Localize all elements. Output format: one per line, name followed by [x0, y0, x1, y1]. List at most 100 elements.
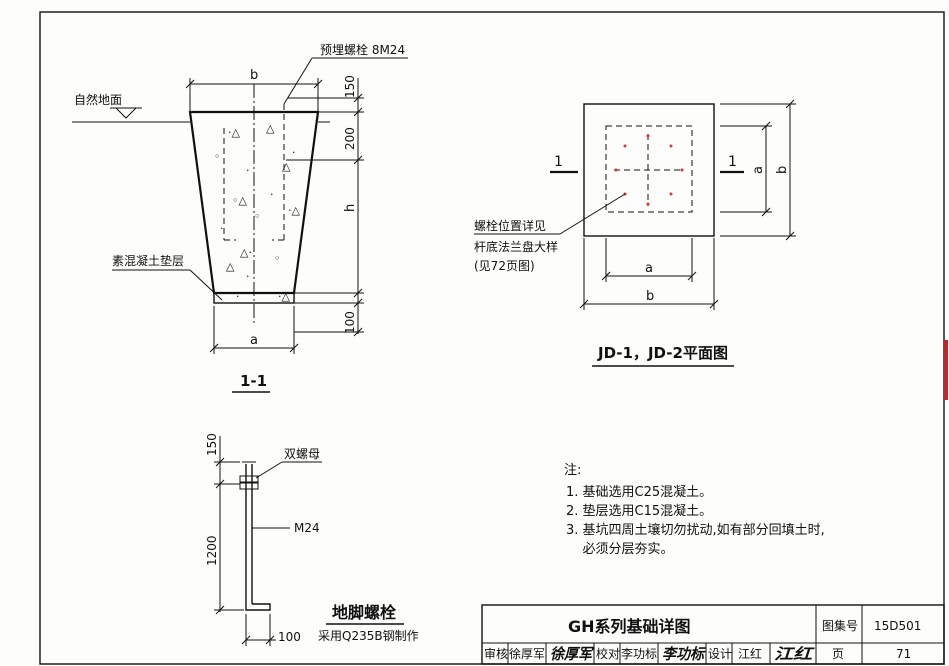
svg-text:·: ·	[236, 290, 240, 303]
check-name: 李功标	[621, 646, 657, 661]
check-signature: 李功标	[662, 645, 706, 663]
svg-text:·△: ·△	[278, 290, 290, 303]
plan-dim-vb-tick-bottom	[785, 231, 795, 241]
svg-text:△: △	[226, 260, 235, 273]
dim-100-label: 100	[343, 311, 357, 334]
cushion-leader-diag	[189, 269, 223, 301]
review-name: 徐厚军	[509, 646, 545, 661]
plan-dim-vb-label: b	[775, 166, 790, 174]
plan-dim-va-tick-bottom	[761, 207, 771, 217]
plan-dim-a-tick-left	[601, 271, 611, 281]
notes: 注: 1. 基础选用C25混凝土。 2. 垫层选用C15混凝土。 3. 基坑四周…	[564, 463, 825, 557]
note-3: 3. 基坑四周土壤切勿扰动,如有部分回填土时,	[566, 522, 825, 538]
plan-callout-leader-diag	[559, 193, 626, 235]
page-number: 71	[896, 647, 911, 661]
dim-b-tick-left	[185, 79, 195, 89]
plan-dim-va-label: a	[751, 166, 766, 174]
plan-callout-line-3: (见72页图)	[474, 259, 535, 273]
notes-heading: 注:	[564, 463, 581, 478]
page-label: 页	[832, 647, 844, 661]
bolt-dim-150-label: 150	[205, 433, 219, 456]
note-1: 1. 基础选用C25混凝土。	[566, 484, 712, 500]
hook-dim-tick-1	[241, 635, 251, 645]
cushion-label: 素混凝土垫层	[112, 253, 184, 268]
dim-a-tick-left	[209, 343, 219, 353]
svg-text:·: ·	[220, 222, 224, 235]
svg-text:·: ·	[246, 164, 250, 177]
dim-150-label: 150	[343, 75, 357, 98]
concrete-hatch: ·△△· ◦·△ ◦△·◦ ··△△· ◦··△ ·△	[214, 122, 300, 303]
svg-text:·△: ·△	[288, 204, 300, 217]
note-3-cont: 必须分层夯实。	[566, 542, 674, 557]
plan-dim-b-tick-right	[709, 299, 719, 309]
svg-text:·: ·	[246, 270, 250, 283]
drawing-title: GH系列基础详图	[568, 617, 691, 636]
svg-text:·: ·	[292, 146, 296, 159]
bolt-dim-tick-3	[215, 605, 225, 615]
section-mark-right-label: 1	[728, 154, 737, 170]
dim-b-label: b	[250, 68, 258, 83]
atlas-number: 15D501	[874, 619, 921, 633]
anchor-bolt-nut-1	[239, 475, 259, 483]
anchor-bolt-nut-2	[239, 482, 259, 490]
section-mark-left-label: 1	[554, 154, 563, 170]
design-name: 江红	[738, 646, 762, 661]
dim-200-label: 200	[343, 127, 357, 150]
dim-a-label: a	[250, 333, 258, 348]
anchor-bolt-hook	[245, 603, 271, 611]
svg-text:◦△: ◦△	[232, 194, 247, 207]
plan-dim-a-tick-right	[687, 271, 697, 281]
svg-text:◦: ◦	[214, 150, 221, 163]
svg-text:◦: ◦	[274, 252, 281, 265]
ground-label: 自然地面	[74, 92, 122, 107]
svg-text:◦: ◦	[254, 210, 261, 223]
ground-symbol	[114, 107, 138, 119]
bolt-dim-tick-2	[215, 479, 225, 489]
plan-outer-square	[583, 103, 715, 237]
bolt-dim-1200-label: 1200	[205, 535, 219, 566]
title-block-frame	[481, 604, 945, 665]
bolt-leader-diag	[283, 57, 313, 105]
plan-callout-line-2: 杆底法兰盘大样	[474, 239, 558, 254]
anchor-bolt-subtitle: 采用Q235B钢制作	[318, 629, 419, 643]
dim-b-tick-right	[313, 79, 323, 89]
anchor-bolt-title: 地脚螺栓	[332, 603, 397, 622]
note-2: 2. 垫层选用C15混凝土。	[566, 503, 712, 519]
dim-h-label: h	[343, 204, 358, 212]
section-title: 1-1	[240, 372, 267, 390]
nut-leader-diag	[255, 461, 283, 479]
plan-dim-va-tick-top	[761, 121, 771, 131]
dim-a-tick-right	[289, 343, 299, 353]
review-label: 审核	[484, 646, 508, 661]
sheet-border	[39, 11, 945, 665]
svg-text:·: ·	[270, 188, 274, 201]
section-1-1: 自然地面 素混凝土垫层 ·△△· ◦·△ ◦△·◦ ··△△· ◦··△ ·△ …	[72, 42, 408, 393]
design-signature: 江红	[774, 645, 816, 663]
title-block: GH系列基础详图 图集号 15D501 页 71 审核 徐厚军 徐厚军 校对 李…	[481, 604, 945, 665]
plan-view: 1 1 螺栓位置详见 杆底法兰盘大样 (见72页图) a b a	[474, 99, 796, 367]
hook-dim-tick-2	[265, 635, 275, 645]
bolt-dim-tick-1	[215, 457, 225, 467]
plan-inner-square	[605, 125, 693, 213]
plan-dim-vb-tick-top	[785, 99, 795, 109]
plan-dim-b-tick-left	[579, 299, 589, 309]
spec-label: M24	[294, 521, 320, 535]
plan-bolt-marks	[614, 134, 684, 206]
hook-dim-label: 100	[278, 630, 301, 644]
design-label: 设计	[708, 647, 732, 661]
atlas-label: 图集号	[822, 618, 858, 633]
plan-callout-line-1: 螺栓位置详见	[474, 218, 546, 233]
bolt-label: 预埋螺栓 8M24	[320, 42, 405, 57]
svg-text:△: △	[282, 160, 291, 173]
plan-title: JD-1，JD-2平面图	[597, 344, 728, 362]
dim-vertical-ticks	[353, 93, 363, 337]
check-label: 校对	[596, 646, 620, 661]
svg-text:△: △	[266, 122, 275, 135]
review-signature: 徐厚军	[550, 645, 595, 663]
plan-dim-a-label: a	[645, 261, 653, 276]
anchor-bolt-detail: 双螺母 M24 150 1200 100 地脚螺栓 采用Q235B钢制作	[205, 433, 419, 646]
plan-dim-b-label: b	[646, 289, 654, 304]
svg-text:△·: △·	[240, 246, 252, 259]
